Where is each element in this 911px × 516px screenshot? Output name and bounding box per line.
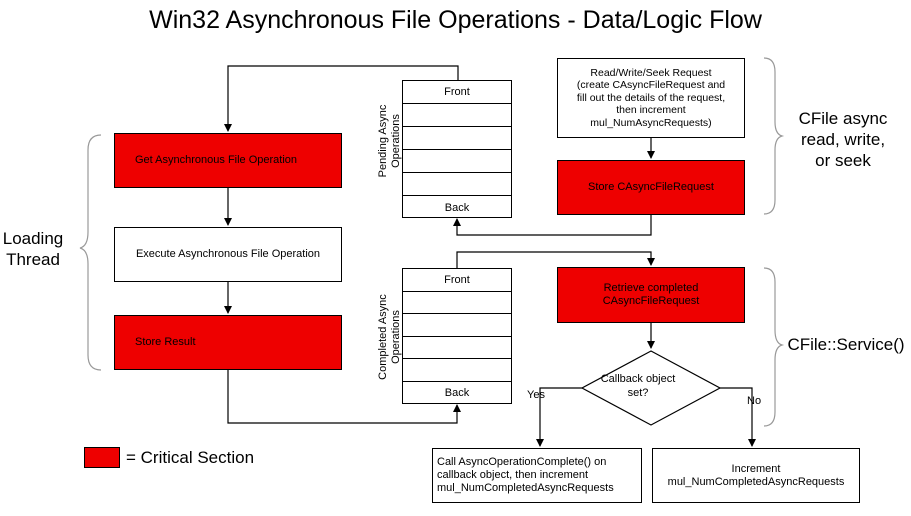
completed-queue-slot	[403, 292, 511, 315]
diagram-title: Win32 Asynchronous File Operations - Dat…	[149, 6, 762, 34]
execute-async-op-box: Execute Asynchronous File Operation	[114, 227, 342, 282]
brace-loading-thread	[79, 134, 102, 371]
completed-queue-slot	[403, 314, 511, 337]
pending-queue-slot	[403, 127, 511, 150]
completed-queue-front: Front	[403, 269, 511, 292]
increment-completed-box: Increment mul_NumCompletedAsyncRequests	[652, 448, 860, 503]
decision-label: Callback object set?	[600, 373, 676, 399]
arrow-store-to-pending	[453, 215, 652, 236]
yes-label: Yes	[527, 389, 545, 401]
retrieve-completed-box: Retrieve completed CAsyncFileRequest	[557, 267, 745, 323]
completed-queue-back: Back	[444, 387, 470, 400]
arrow-no-branch	[720, 387, 756, 447]
pending-queue-slot	[403, 104, 511, 127]
arrow-completed-to-retrieve	[456, 251, 655, 268]
completed-queue-slot	[403, 337, 511, 360]
loading-thread-label: Loading Thread	[2, 229, 64, 269]
legend-swatch	[84, 447, 120, 468]
arrow-pending-to-get	[224, 65, 459, 132]
get-async-op-box: Get Asynchronous File Operation	[114, 133, 342, 188]
completed-queue-label: Completed Async Operations	[377, 294, 402, 380]
legend-label: = Critical Section	[126, 448, 255, 467]
pending-queue-label: Pending Async Operations	[377, 104, 402, 178]
store-result-box: Store Result	[114, 315, 342, 370]
brace-cfile-service	[763, 267, 785, 427]
completed-queue-slot	[403, 359, 511, 382]
decision-diamond	[580, 350, 722, 426]
pending-queue-slot	[403, 150, 511, 173]
pending-queue-front: Front	[403, 81, 511, 104]
pending-queue-slot	[403, 173, 511, 196]
store-request-box: Store CAsyncFileRequest	[557, 160, 745, 215]
cfile-async-label: CFile async read, write, or seek	[798, 109, 888, 170]
rws-request-box: Read/Write/Seek Request (create CAsyncFi…	[557, 58, 745, 138]
pending-queue: Front Back	[402, 80, 512, 218]
no-label: No	[747, 395, 762, 407]
cfile-service-label: CFile::Service()	[787, 335, 905, 354]
pending-queue-back: Back	[444, 201, 470, 214]
arrow-yes-branch	[536, 387, 582, 447]
brace-cfile-async	[763, 57, 785, 215]
completed-queue: Front Back	[402, 268, 512, 404]
arrow-store-to-completed	[227, 370, 461, 424]
call-complete-box: Call AsyncOperationComplete() on callbac…	[432, 448, 642, 503]
